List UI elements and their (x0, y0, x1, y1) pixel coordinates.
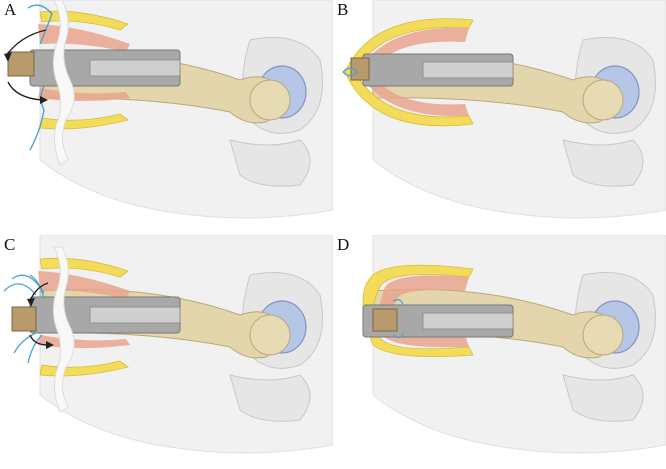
suture-strands-bottom (13, 332, 43, 364)
skin-edge (52, 0, 75, 166)
rod-end (372, 308, 398, 332)
suture-closure (342, 67, 358, 77)
rod-end (11, 306, 37, 332)
panel-d: D (333, 235, 666, 469)
arrow-bottom (29, 334, 49, 346)
arrow-top-head (4, 52, 12, 62)
fat-capsule (344, 18, 474, 127)
suture-strands-top (3, 274, 45, 300)
fat-capsule (362, 264, 474, 358)
arrow-bottom-head (46, 341, 54, 349)
panel-a: A (0, 0, 333, 234)
arrow-bottom (7, 81, 43, 101)
panel-c-label: C (4, 235, 16, 254)
panel-c: C (0, 235, 333, 469)
muscle-capsule (379, 275, 469, 348)
implant-stem (89, 59, 181, 77)
skin-edge (52, 246, 75, 413)
panel-d-label: D (337, 235, 350, 254)
suture-bottom (29, 85, 45, 151)
implant-stem (422, 312, 514, 330)
panel-b-label: B (337, 0, 349, 19)
implant-stem (89, 306, 181, 324)
panel-b: B (333, 0, 666, 234)
panel-a-illustration (4, 0, 333, 219)
implant-stem (422, 61, 514, 79)
suture-top (27, 4, 53, 45)
rod-end (7, 51, 35, 77)
arrow-bottom-head (40, 96, 48, 104)
arrow-top (5, 29, 47, 57)
panel-d-illustration (362, 235, 666, 454)
arrow-top-head (27, 298, 35, 307)
suture-closure (392, 299, 404, 339)
muscle-capsule (359, 27, 469, 117)
panel-c-illustration (3, 235, 333, 454)
panel-b-illustration (342, 0, 666, 219)
panel-a-label: A (4, 0, 17, 19)
